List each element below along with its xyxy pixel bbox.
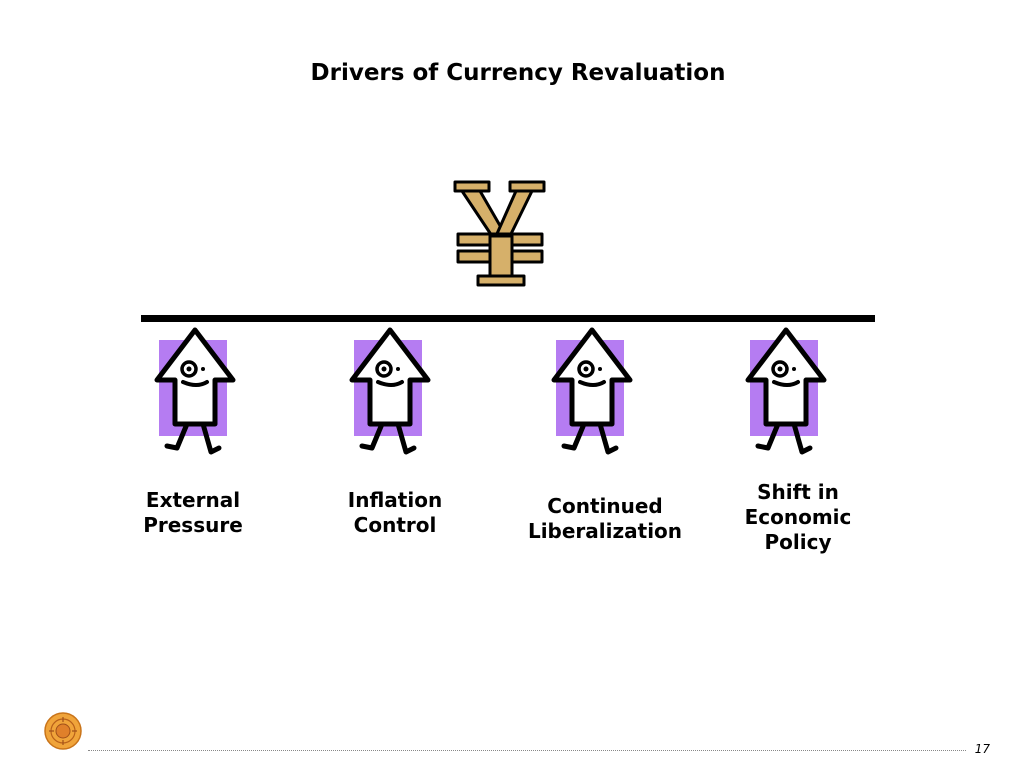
driver-label-inflation-control: Inflation Control (347, 488, 443, 537)
up-arrow-character-icon (745, 327, 827, 455)
page-number: 17 (974, 742, 990, 756)
organization-seal-logo (44, 712, 82, 750)
page-title: Drivers of Currency Revaluation (310, 60, 726, 86)
up-arrow-character-icon (551, 327, 633, 455)
driver-label-external-pressure: External Pressure (143, 488, 243, 537)
driver-label-continued-liberalization: Continued Liberalization (527, 494, 683, 543)
footer-divider (88, 750, 966, 751)
up-arrow-character-icon (154, 327, 236, 455)
connector-bar (141, 315, 875, 322)
up-arrow-character-icon (349, 327, 431, 455)
yen-currency-icon (453, 180, 546, 287)
driver-label-shift-in-economic-policy: Shift in Economic Policy (744, 480, 852, 554)
